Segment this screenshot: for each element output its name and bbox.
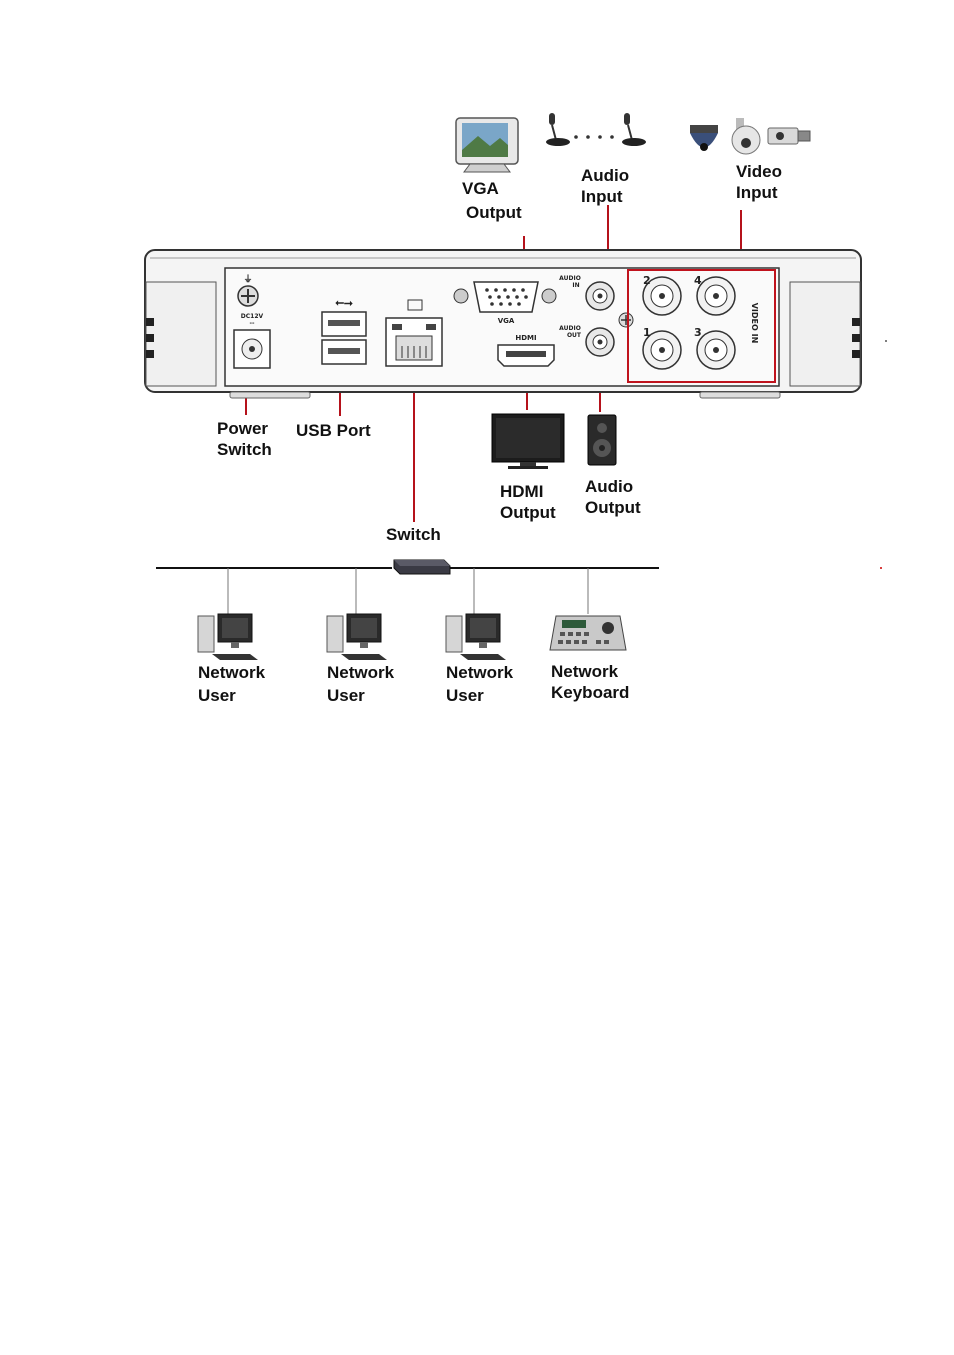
ground-screw-icon: ⏚ — [237, 274, 259, 307]
network-user-label: Network User — [446, 662, 513, 706]
audio-output-line-1: Audio — [585, 477, 634, 496]
video-input-label: Video Input — [736, 161, 782, 203]
svg-text:⏚: ⏚ — [243, 274, 252, 285]
channel-4-label: 4 — [694, 274, 702, 287]
hdmi-port-label: HDMI — [515, 334, 536, 342]
vga-port-icon: VGA — [453, 281, 557, 325]
hdmi-output-label: HDMI Output — [500, 481, 556, 523]
audio-input-line-2: Input — [581, 187, 623, 206]
network-user-line-2: User — [327, 686, 365, 705]
usb-port-label: USB Port — [296, 421, 371, 440]
network-switch-icon — [393, 559, 451, 575]
hdmi-tv-icon — [491, 413, 565, 469]
audio-input-line-1: Audio — [581, 166, 630, 185]
power-socket-icon: DC12V -- — [233, 313, 271, 369]
bnc-connector-icon — [696, 330, 736, 370]
microphone-icon — [546, 113, 614, 146]
bnc-connector-icon — [642, 276, 682, 316]
audio-out-label-2: OUT — [567, 332, 582, 339]
bnc-connector-icon — [642, 330, 682, 370]
speaker-icon — [587, 414, 617, 466]
bnc-connector-icon — [696, 276, 736, 316]
usb-port-icon: ⭠⭢ — [321, 296, 367, 365]
network-user-line-1: Network — [446, 663, 514, 682]
network-user-line-2: User — [446, 686, 484, 705]
network-user-line-2: User — [198, 686, 236, 705]
video-input-bnc-block: 2 4 1 3 VIDEO IN — [627, 269, 776, 383]
hdmi-output-line-2: Output — [500, 503, 556, 522]
audio-out-port-icon: AUDIO OUT — [559, 325, 615, 357]
network-user-pc-icon — [197, 613, 258, 660]
video-in-panel-label: VIDEO IN — [750, 303, 759, 344]
network-keyboard-label: Network Keyboard — [551, 661, 629, 703]
dome-camera-icon — [690, 125, 718, 151]
audio-in-label-2: IN — [572, 282, 579, 289]
vga-output-line-2: Output — [466, 203, 522, 222]
audio-input-label: Audio Input — [581, 165, 629, 207]
hdmi-port-icon: HDMI — [497, 334, 555, 367]
vga-output-line-1: VGA — [462, 179, 499, 198]
vga-monitor-icon — [455, 117, 519, 173]
audio-output-line-2: Output — [585, 498, 641, 517]
power-switch-label: Power Switch — [217, 418, 272, 460]
svg-text:⭠⭢: ⭠⭢ — [335, 296, 353, 309]
network-keyboard-icon — [549, 615, 627, 651]
network-user-label: Network User — [198, 662, 265, 706]
channel-2-label: 2 — [643, 274, 651, 287]
video-input-line-2: Input — [736, 183, 778, 202]
network-user-line-1: Network — [327, 663, 395, 682]
vga-output-label: VGA Output — [462, 178, 522, 223]
network-keyboard-line-1: Network — [551, 662, 619, 681]
power-switch-line-2: Switch — [217, 440, 272, 459]
video-input-line-1: Video — [736, 162, 782, 181]
dc-symbol: -- — [250, 320, 255, 327]
network-user-pc-icon — [445, 613, 506, 660]
power-switch-line-1: Power — [217, 419, 269, 438]
box-camera-icon — [767, 127, 811, 145]
audio-in-port-icon: AUDIO IN — [559, 275, 615, 311]
network-keyboard-line-2: Keyboard — [551, 683, 630, 702]
vga-port-label: VGA — [498, 317, 515, 325]
network-user-label: Network User — [327, 662, 394, 706]
channel-1-label: 1 — [643, 326, 651, 339]
network-user-line-1: Network — [198, 663, 266, 682]
microphone-icon — [622, 113, 646, 146]
switch-label: Switch — [386, 525, 441, 544]
speed-dome-camera-icon — [731, 118, 761, 155]
audio-out-label-1: AUDIO — [559, 325, 581, 332]
network-drop-lines — [227, 568, 589, 614]
dc-label: DC12V — [241, 313, 264, 320]
channel-3-label: 3 — [694, 326, 702, 339]
ground-screw-icon — [618, 312, 634, 328]
hdmi-output-line-1: HDMI — [500, 482, 544, 501]
network-user-pc-icon — [326, 613, 387, 660]
audio-in-label-1: AUDIO — [559, 275, 581, 282]
ethernet-port-icon — [385, 299, 443, 367]
audio-output-label: Audio Output — [585, 476, 641, 518]
